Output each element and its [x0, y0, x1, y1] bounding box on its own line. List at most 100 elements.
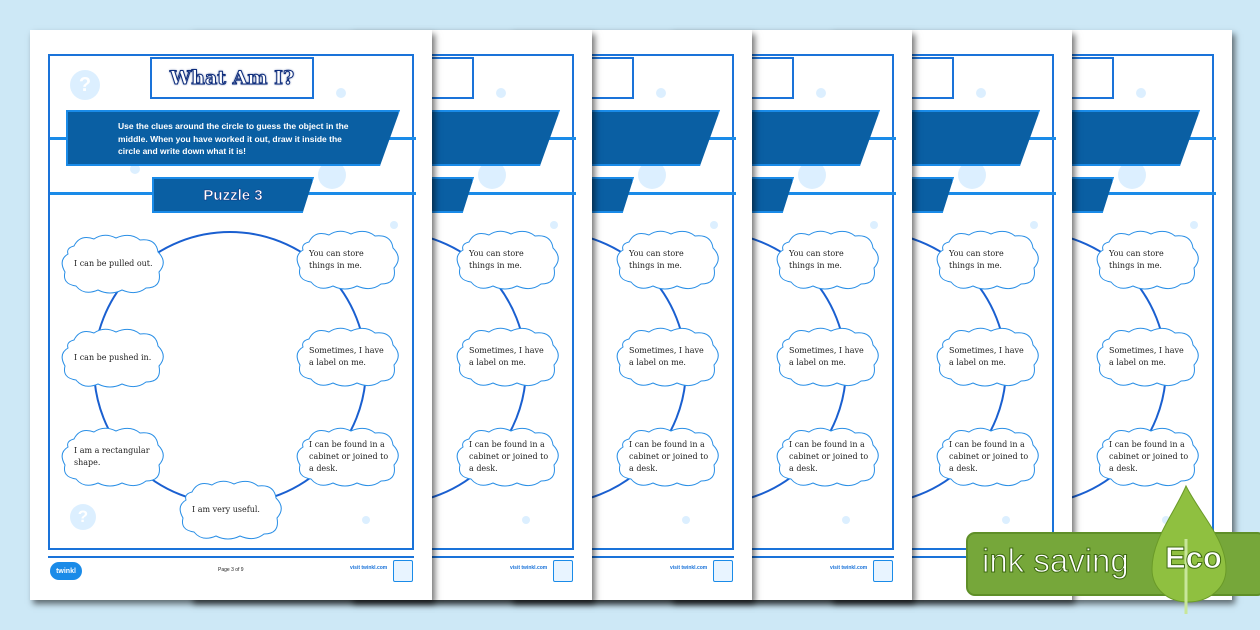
- cloud-shape: [936, 327, 1039, 387]
- decor-bubble: [550, 221, 558, 229]
- quality-badge-icon: [873, 560, 893, 582]
- decor-bubble: [496, 88, 506, 98]
- cloud-shape: [296, 327, 399, 387]
- clue-cloud: You can store things in me.: [295, 228, 401, 292]
- clue-text: I can be pushed in.: [74, 353, 152, 362]
- title-box: What Am I?: [150, 57, 314, 99]
- question-bubble-icon: ?: [70, 504, 96, 530]
- worksheet-page: ? ? What Am I? Use the clues around the …: [30, 30, 432, 600]
- cloud-shape: [616, 427, 719, 487]
- clue-cloud: I can be found in a cabinet or joined to…: [615, 425, 721, 489]
- question-bubble-icon: ?: [70, 70, 100, 100]
- visit-link: visit twinkl.com: [670, 565, 708, 571]
- cloud-shape: [61, 328, 164, 388]
- clue-text: I can be found in a cabinet or joined to…: [309, 440, 389, 473]
- clue-cloud: You can store things in me.: [775, 228, 881, 292]
- cloud-shape: [296, 427, 399, 487]
- clue-text: You can store things in me.: [949, 249, 1004, 270]
- clue-text: I can be pulled out.: [74, 259, 153, 268]
- clue-text: I am a rectangular shape.: [74, 446, 150, 467]
- clue-cloud: Sometimes, I have a label on me.: [295, 325, 401, 389]
- clue-text: You can store things in me.: [469, 249, 524, 270]
- clue-cloud: I can be found in a cabinet or joined to…: [1095, 425, 1201, 489]
- cloud-shape: [456, 230, 559, 290]
- quality-badge-icon: [713, 560, 733, 582]
- cloud-shape: [456, 427, 559, 487]
- eco-word: Eco: [1165, 540, 1223, 576]
- cloud-shape: [1096, 427, 1199, 487]
- clue-text: You can store things in me.: [309, 249, 364, 270]
- visit-link: visit twinkl.com: [830, 565, 868, 571]
- cloud-shape: [61, 427, 164, 487]
- decor-bubble: [870, 221, 878, 229]
- decor-bubble: [816, 88, 826, 98]
- decor-bubble: [1002, 516, 1010, 524]
- decor-bubble: [682, 516, 690, 524]
- clue-cloud: I can be pulled out.: [60, 232, 166, 296]
- clue-cloud: I am very useful.: [178, 478, 284, 542]
- instructions-banner: Use the clues around the circle to guess…: [66, 110, 400, 166]
- cloud-shape: [296, 230, 399, 290]
- quality-badge-icon: [393, 560, 413, 582]
- clue-cloud: Sometimes, I have a label on me.: [935, 325, 1041, 389]
- cloud-shape: [1096, 230, 1199, 290]
- clue-cloud: You can store things in me.: [1095, 228, 1201, 292]
- clue-text: Sometimes, I have a label on me.: [949, 346, 1024, 367]
- decor-bubble: [1136, 88, 1146, 98]
- eco-label: ink saving: [982, 542, 1130, 580]
- clue-text: Sometimes, I have a label on me.: [309, 346, 384, 367]
- decor-bubble: [976, 88, 986, 98]
- footer-line: [48, 556, 414, 558]
- decor-bubble: [130, 164, 140, 174]
- visit-link: visit twinkl.com: [350, 565, 388, 571]
- visit-link: visit twinkl.com: [510, 565, 548, 571]
- clue-text: I can be found in a cabinet or joined to…: [1109, 440, 1189, 473]
- cloud-shape: [936, 230, 1039, 290]
- cloud-shape: [616, 327, 719, 387]
- clue-cloud: You can store things in me.: [455, 228, 561, 292]
- clue-text: Sometimes, I have a label on me.: [629, 346, 704, 367]
- cloud-shape: [936, 427, 1039, 487]
- puzzle-label: Puzzle 3: [203, 186, 263, 204]
- decor-bubble: [1030, 221, 1038, 229]
- clue-text: Sometimes, I have a label on me.: [469, 346, 544, 367]
- clue-cloud: I can be found in a cabinet or joined to…: [455, 425, 561, 489]
- clue-cloud: Sometimes, I have a label on me.: [455, 325, 561, 389]
- worksheet-title: What Am I?: [169, 67, 295, 90]
- decor-bubble: [656, 88, 666, 98]
- cloud-shape: [616, 230, 719, 290]
- cloud-shape: [1096, 327, 1199, 387]
- clue-cloud: I can be found in a cabinet or joined to…: [295, 425, 401, 489]
- clue-text: Sometimes, I have a label on me.: [789, 346, 864, 367]
- clue-text: You can store things in me.: [629, 249, 684, 270]
- cloud-shape: [776, 327, 879, 387]
- quality-badge-icon: [553, 560, 573, 582]
- decor-bubble: [522, 516, 530, 524]
- clue-cloud: You can store things in me.: [935, 228, 1041, 292]
- decor-bubble: [390, 221, 398, 229]
- puzzle-banner: Puzzle 3: [152, 177, 314, 213]
- clue-cloud: I can be found in a cabinet or joined to…: [935, 425, 1041, 489]
- clue-cloud: I can be pushed in.: [60, 326, 166, 390]
- clue-cloud: Sometimes, I have a label on me.: [1095, 325, 1201, 389]
- clue-cloud: You can store things in me.: [615, 228, 721, 292]
- clue-text: I am very useful.: [192, 505, 260, 514]
- clue-text: Sometimes, I have a label on me.: [1109, 346, 1184, 367]
- clue-cloud: Sometimes, I have a label on me.: [775, 325, 881, 389]
- twinkl-logo: twinkl: [50, 562, 82, 580]
- clue-cloud: Sometimes, I have a label on me.: [615, 325, 721, 389]
- cloud-shape: [179, 480, 282, 540]
- decor-bubble: [336, 88, 346, 98]
- instructions-text: Use the clues around the circle to guess…: [118, 121, 349, 156]
- decor-bubble: [1162, 516, 1170, 524]
- clue-text: You can store things in me.: [1109, 249, 1164, 270]
- clue-text: I can be found in a cabinet or joined to…: [629, 440, 709, 473]
- cloud-shape: [456, 327, 559, 387]
- clue-text: You can store things in me.: [789, 249, 844, 270]
- decor-bubble: [362, 516, 370, 524]
- leaf-icon: [1151, 484, 1227, 614]
- decor-bubble: [1190, 221, 1198, 229]
- clue-cloud: I can be found in a cabinet or joined to…: [775, 425, 881, 489]
- cloud-shape: [776, 427, 879, 487]
- clue-text: I can be found in a cabinet or joined to…: [469, 440, 549, 473]
